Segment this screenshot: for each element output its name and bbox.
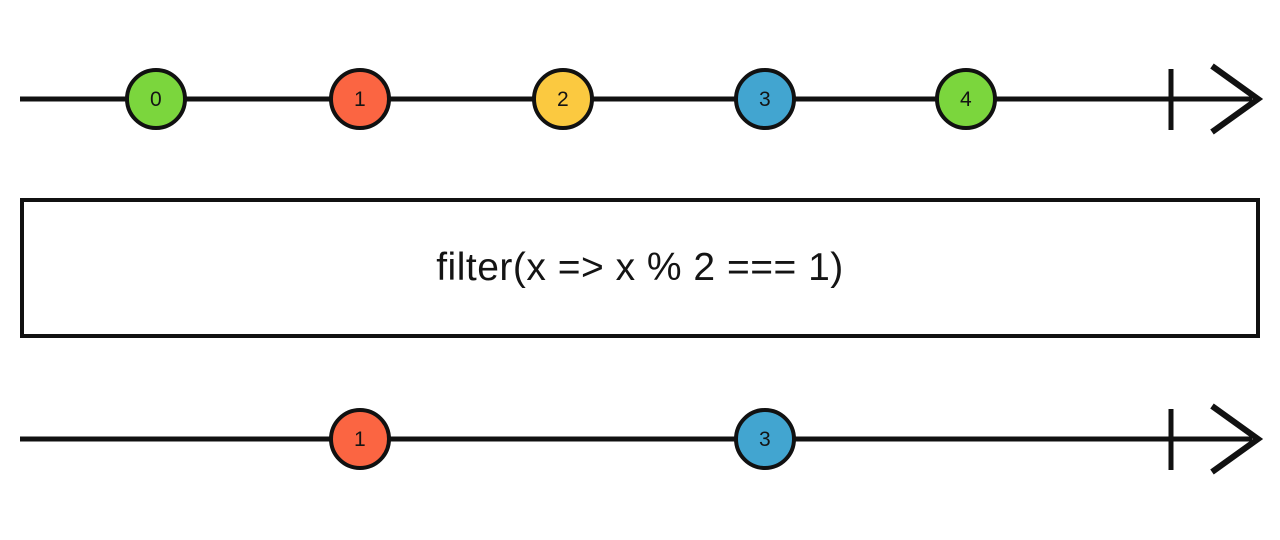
marble[interactable]: 3 [734, 408, 796, 470]
result-stream: 1 3 [0, 379, 1280, 499]
operator-box[interactable]: filter(x => x % 2 === 1) [20, 198, 1260, 338]
marble-value: 3 [759, 427, 771, 451]
marble-value: 2 [557, 87, 569, 111]
result-arrowhead-icon [1210, 403, 1264, 475]
marble[interactable]: 2 [532, 68, 594, 130]
marble[interactable]: 0 [125, 68, 187, 130]
marble[interactable]: 4 [935, 68, 997, 130]
source-stream: 0 1 2 3 4 [0, 39, 1280, 159]
result-timeline-axis [20, 403, 1264, 475]
operator-label: filter(x => x % 2 === 1) [436, 246, 844, 289]
marble[interactable]: 1 [329, 68, 391, 130]
marble-value: 4 [960, 87, 972, 111]
marble[interactable]: 1 [329, 408, 391, 470]
marble[interactable]: 3 [734, 68, 796, 130]
marble-value: 3 [759, 87, 771, 111]
marble-value: 0 [150, 87, 162, 111]
marble-value: 1 [354, 87, 366, 111]
marble-value: 1 [354, 427, 366, 451]
source-timeline-axis [20, 63, 1264, 135]
source-arrowhead-icon [1210, 63, 1264, 135]
